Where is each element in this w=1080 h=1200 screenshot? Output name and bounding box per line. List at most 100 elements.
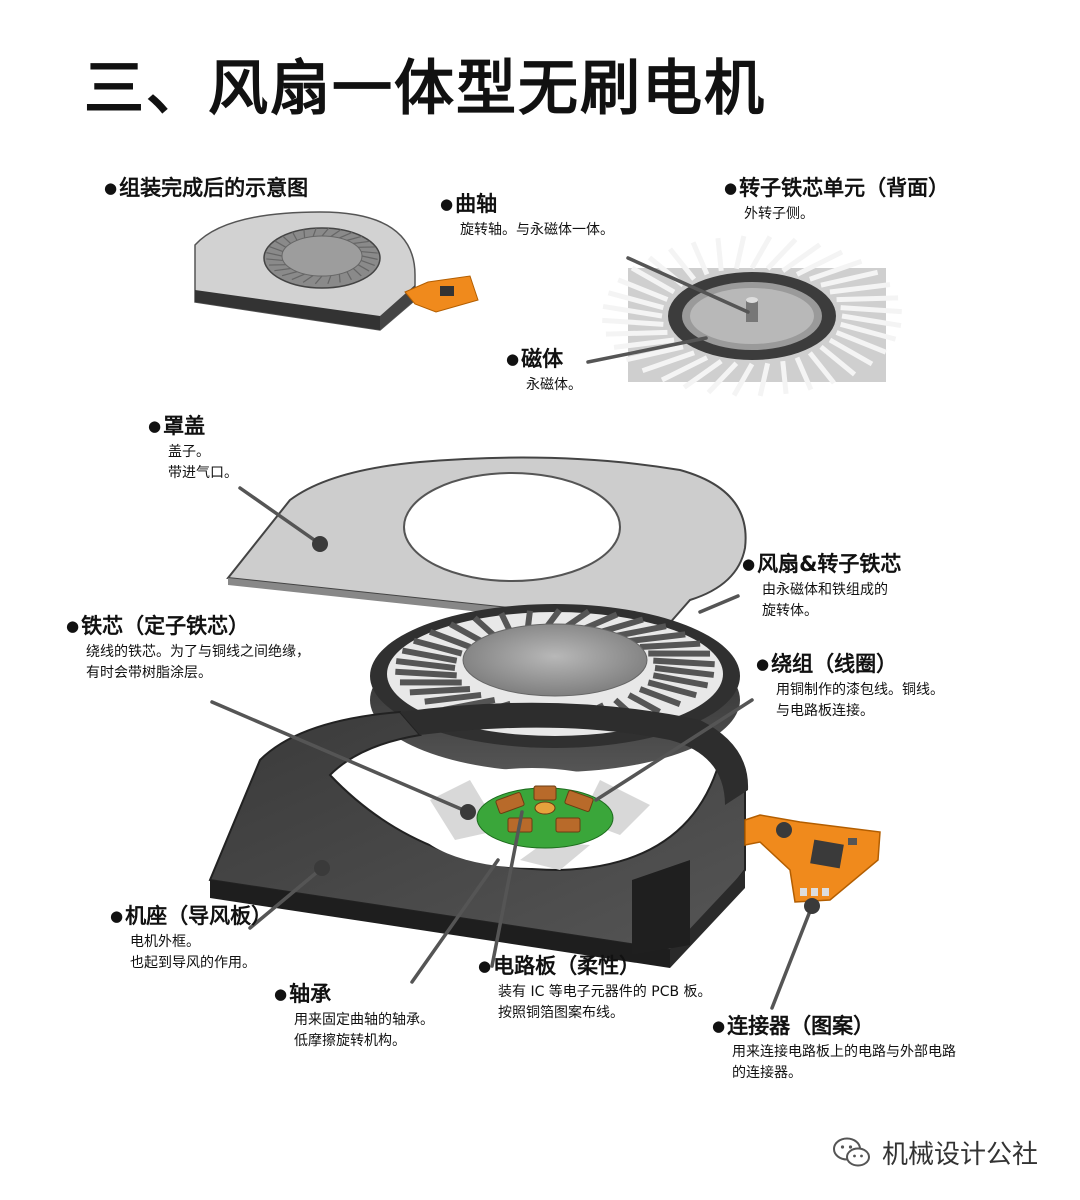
mini-fan-blade: [353, 240, 370, 245]
callout-rotor-core-unit: 转子铁芯单元（背面） 外转子侧。: [724, 174, 949, 225]
assembled-fan-illustration: [194, 211, 479, 331]
callout-crankshaft-desc-1: 旋转轴。与永磁体一体。: [460, 222, 614, 238]
rotor-fin: [794, 356, 814, 391]
mini-fan-blade: [346, 271, 352, 281]
rotor-fin: [660, 355, 709, 383]
rotor-fin: [602, 303, 663, 319]
callout-fan-rotor-desc-1: 由永磁体和铁组成的: [762, 582, 888, 598]
leader-lines: [210, 256, 814, 1010]
callout-winding: 绕组（线圈） 用铜制作的漆包线。铜线。 与电路板连接。: [756, 650, 944, 722]
mini-fan-blade: [269, 245, 284, 253]
mini-fan-blade: [282, 235, 292, 244]
fan-blade: [647, 679, 697, 699]
mini-fan-blade: [314, 275, 323, 285]
mini-fan-blade: [266, 252, 283, 257]
rotor-fin: [780, 360, 789, 395]
rotor-fin: [781, 242, 822, 273]
mini-fan-blade: [321, 227, 330, 237]
mini-fan-blade: [360, 259, 375, 267]
callout-magnet-head: 磁体: [506, 345, 582, 375]
callout-cover-head: 罩盖: [148, 412, 238, 442]
callout-crankshaft: 曲轴 旋转轴。与永磁体一体。: [440, 190, 614, 241]
rotor-fin: [641, 350, 695, 374]
rotor-fin: [617, 277, 669, 302]
fan-blade: [424, 691, 482, 705]
callout-connector-desc-2: 的连接器。: [732, 1065, 802, 1081]
callout-base-desc-1: 电机外框。: [130, 934, 200, 950]
rotor-fin: [690, 241, 710, 276]
flex-pcb-connector: [744, 814, 881, 903]
mini-fan-blade: [352, 268, 362, 277]
fan-blade: [654, 665, 715, 678]
mini-fan-blade: [303, 229, 306, 239]
callout-rotor-core-unit-head: 转子铁芯单元（背面）: [724, 174, 949, 204]
rotor-fin: [807, 351, 836, 385]
fan-blade: [628, 631, 686, 645]
callout-pcb: 电路板（柔性） 装有 IC 等电子元器件的 PCB 板。 按照铜箔图案布线。: [478, 952, 712, 1024]
callout-cover-desc-2: 带进气口。: [168, 465, 238, 481]
rotor-fin: [819, 344, 857, 377]
fan-blade: [638, 686, 682, 708]
rotor-fin: [613, 337, 675, 350]
mini-fan-blade: [361, 255, 378, 260]
callout-assembled: 组装完成后的示意图: [104, 174, 308, 204]
callout-base-head: 机座（导风板）: [110, 902, 272, 932]
rotor-fin: [706, 361, 739, 395]
callout-bearing-desc-2: 低摩擦旋转机构。: [294, 1033, 406, 1049]
callout-base-desc-2: 也起到导风的作用。: [130, 955, 256, 971]
rotor-fin: [836, 295, 899, 303]
mini-fan-blade: [312, 227, 317, 237]
rotor-fin: [625, 344, 684, 363]
fan-blade: [614, 623, 667, 640]
callout-pcb-desc-1: 装有 IC 等电子元器件的 PCB 板。: [498, 984, 712, 1000]
rotor-fin: [839, 321, 897, 342]
rotor-fin: [820, 269, 879, 288]
fan-blade: [395, 668, 457, 679]
rotor-fin: [749, 235, 773, 270]
fan-blade: [409, 686, 471, 696]
rotor-fin: [828, 337, 874, 367]
callout-stator-core-head: 铁芯（定子铁芯）: [66, 612, 310, 642]
rotor-back-photo: [602, 235, 902, 397]
callout-fan-rotor-head: 风扇&转子铁芯: [742, 550, 901, 580]
fan-blade: [395, 658, 456, 671]
mini-fan-blade: [360, 250, 378, 254]
fan-blade: [428, 628, 472, 650]
rotor-fin: [765, 237, 798, 271]
mini-fan-blade: [339, 231, 353, 239]
callout-bearing-desc-1: 用来固定曲轴的轴承。: [294, 1012, 434, 1028]
mini-fan-blade: [291, 273, 305, 281]
rotor-fin: [607, 290, 665, 311]
callout-rotor-core-unit-desc-1: 外转子侧。: [744, 206, 814, 222]
callout-connector-desc-1: 用来连接电路板上的电路与外部电路: [732, 1044, 956, 1060]
mini-fan-blade: [357, 264, 370, 272]
callout-magnet-desc-1: 永磁体。: [526, 377, 582, 393]
cover-plate: [226, 456, 747, 632]
rotor-fin: [605, 329, 668, 337]
mini-fan-blade: [292, 231, 298, 241]
watermark: 机械设计公社: [832, 1134, 1038, 1171]
callout-winding-desc-2: 与电路板连接。: [776, 703, 874, 719]
fan-blade: [652, 672, 709, 689]
mini-fan-blade: [330, 229, 342, 237]
callout-crankshaft-head: 曲轴: [440, 190, 614, 220]
callout-bearing: 轴承 用来固定曲轴的轴承。 低摩擦旋转机构。: [274, 980, 434, 1052]
callout-stator-core-desc-2: 有时会带树脂涂层。: [86, 665, 212, 681]
rotor-fin: [682, 359, 723, 390]
fan-blade: [449, 621, 483, 644]
mini-fan-blade: [302, 275, 314, 283]
wechat-icon: [833, 1137, 870, 1166]
callout-bearing-head: 轴承: [274, 980, 434, 1010]
callout-cover: 罩盖 盖子。 带进气口。: [148, 412, 238, 484]
callout-stator-core-desc-1: 绕线的铁芯。为了与铜线之间绝缘，: [86, 644, 310, 660]
rotor-fin: [715, 237, 724, 272]
fan-blade: [627, 692, 661, 715]
fan-blade: [653, 657, 715, 668]
fan-rotor: [370, 604, 740, 772]
callout-base: 机座（导风板） 电机外框。 也起到导风的作用。: [110, 902, 272, 974]
callout-cover-desc-1: 盖子。: [168, 444, 210, 460]
rotor-fin: [630, 265, 676, 295]
callout-winding-desc-1: 用铜制作的漆包线。铜线。: [776, 682, 944, 698]
watermark-text: 机械设计公社: [882, 1140, 1039, 1170]
